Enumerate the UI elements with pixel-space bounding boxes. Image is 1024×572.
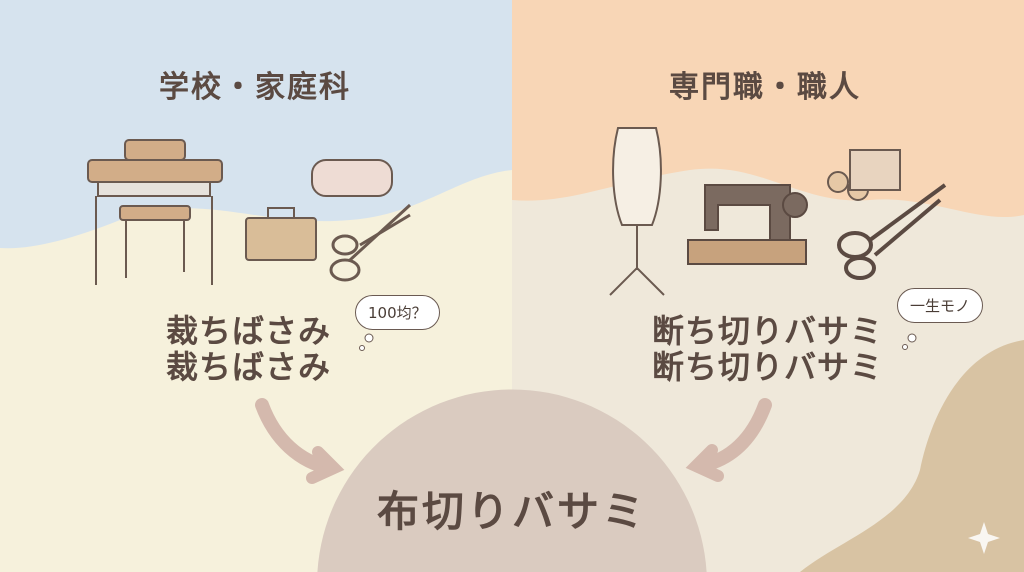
corner-blob bbox=[800, 340, 1024, 572]
shears-icon bbox=[837, 183, 947, 280]
left-thought-bubble: 100均？ bbox=[355, 295, 440, 330]
left-title: 学校・家庭科 bbox=[159, 70, 351, 105]
fabric-rolls-icon bbox=[827, 149, 901, 201]
left-term-list: 裁ちばさみ 裁ちばさみ bbox=[166, 313, 331, 385]
dress-form-icon bbox=[609, 127, 665, 296]
center-label: 布切りバサミ bbox=[376, 487, 648, 536]
left-arrow-head bbox=[306, 446, 345, 484]
right-arrow-head bbox=[685, 444, 724, 482]
scissors-icon bbox=[329, 203, 412, 282]
right-term-list: 断ち切りバサミ 断ち切りバサミ bbox=[652, 313, 883, 385]
sparkle-icon bbox=[968, 522, 1000, 554]
right-term: 断ち切りバサミ bbox=[652, 348, 884, 386]
right-thought-bubble: 一生モノ bbox=[897, 288, 984, 323]
sewing-machine-icon bbox=[687, 184, 808, 265]
sewing-box-icon bbox=[245, 207, 317, 261]
right-arrow bbox=[693, 398, 772, 473]
left-term: 裁ちばさみ bbox=[166, 348, 332, 386]
center-circle bbox=[317, 389, 707, 572]
school-desk-icon bbox=[87, 139, 223, 285]
right-title: 専門職・職人 bbox=[669, 70, 861, 105]
right-term: 断ち切りバサミ bbox=[652, 312, 884, 350]
left-term: 裁ちばさみ bbox=[166, 312, 332, 350]
towel-icon bbox=[311, 159, 393, 197]
left-arrow bbox=[255, 398, 337, 475]
